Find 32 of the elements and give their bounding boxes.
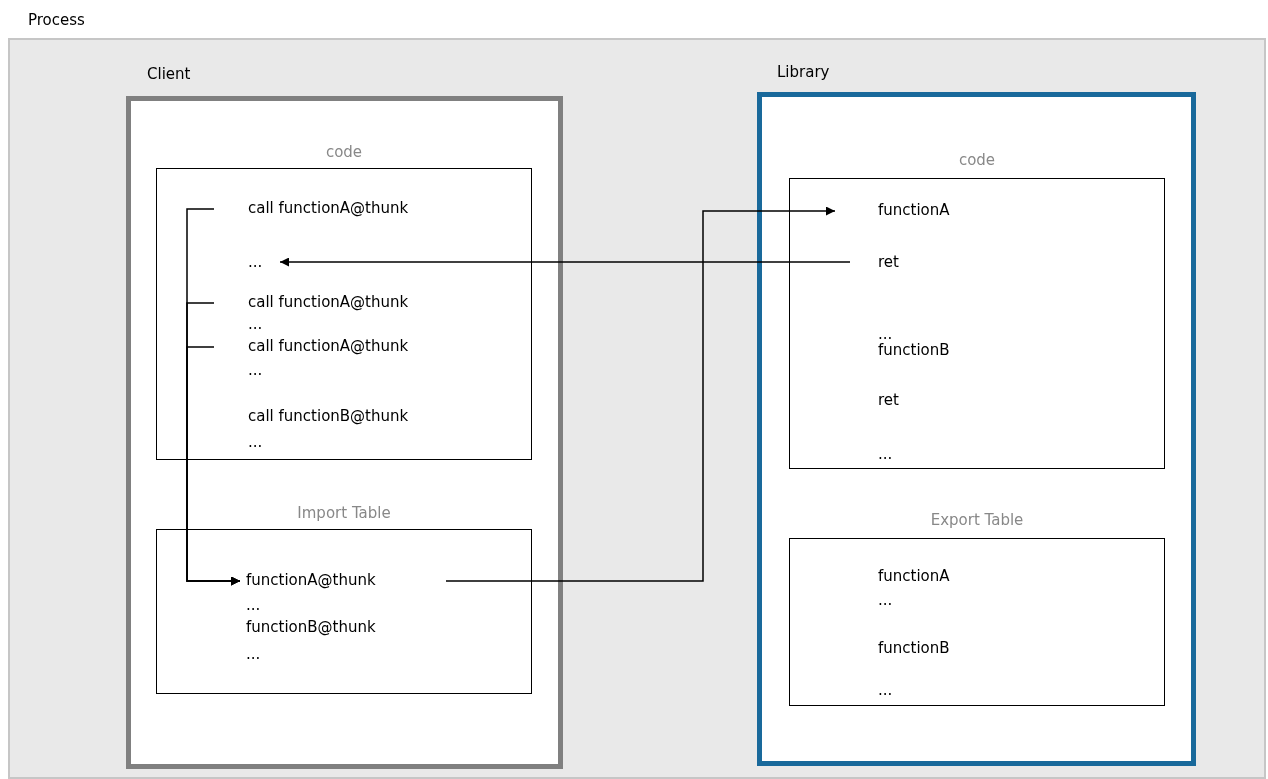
panel-heading: code	[324, 142, 364, 162]
code-line: ...	[246, 595, 261, 615]
panel-heading: Client	[147, 64, 191, 84]
code-line: call functionB@thunk	[248, 406, 409, 426]
code-line: functionB	[878, 340, 950, 360]
arrow	[279, 257, 851, 267]
code-line: ...	[246, 252, 284, 272]
code-line: functionB	[878, 638, 950, 658]
code-line: functionA	[878, 566, 950, 586]
code-line: ...	[248, 360, 263, 380]
panel-heading: code	[957, 150, 997, 170]
code-line: ...	[878, 324, 893, 343]
code-line: call functionA@thunk	[214, 198, 424, 220]
code-line: ret	[848, 252, 918, 272]
code-line: ...	[246, 644, 261, 664]
code-line: ret	[878, 390, 899, 410]
code-line: functionB@thunk	[246, 617, 376, 637]
panel-heading: Import Table	[296, 503, 392, 523]
arrow	[445, 206, 836, 582]
panel-heading: Export Table	[929, 510, 1025, 530]
code-line: ...	[878, 444, 893, 464]
panel-heading: Process	[28, 10, 85, 30]
code-line: call functionA@thunk	[214, 292, 424, 314]
code-line: ...	[248, 314, 263, 334]
code-line: ...	[878, 680, 893, 700]
arrow	[186, 346, 241, 586]
code-line: functionA@thunk	[240, 570, 446, 592]
panel-heading: Library	[777, 62, 830, 82]
code-line: ...	[248, 432, 263, 452]
code-line: functionA	[835, 200, 985, 222]
code-line: ...	[878, 590, 893, 610]
code-line: call functionA@thunk	[214, 336, 424, 358]
